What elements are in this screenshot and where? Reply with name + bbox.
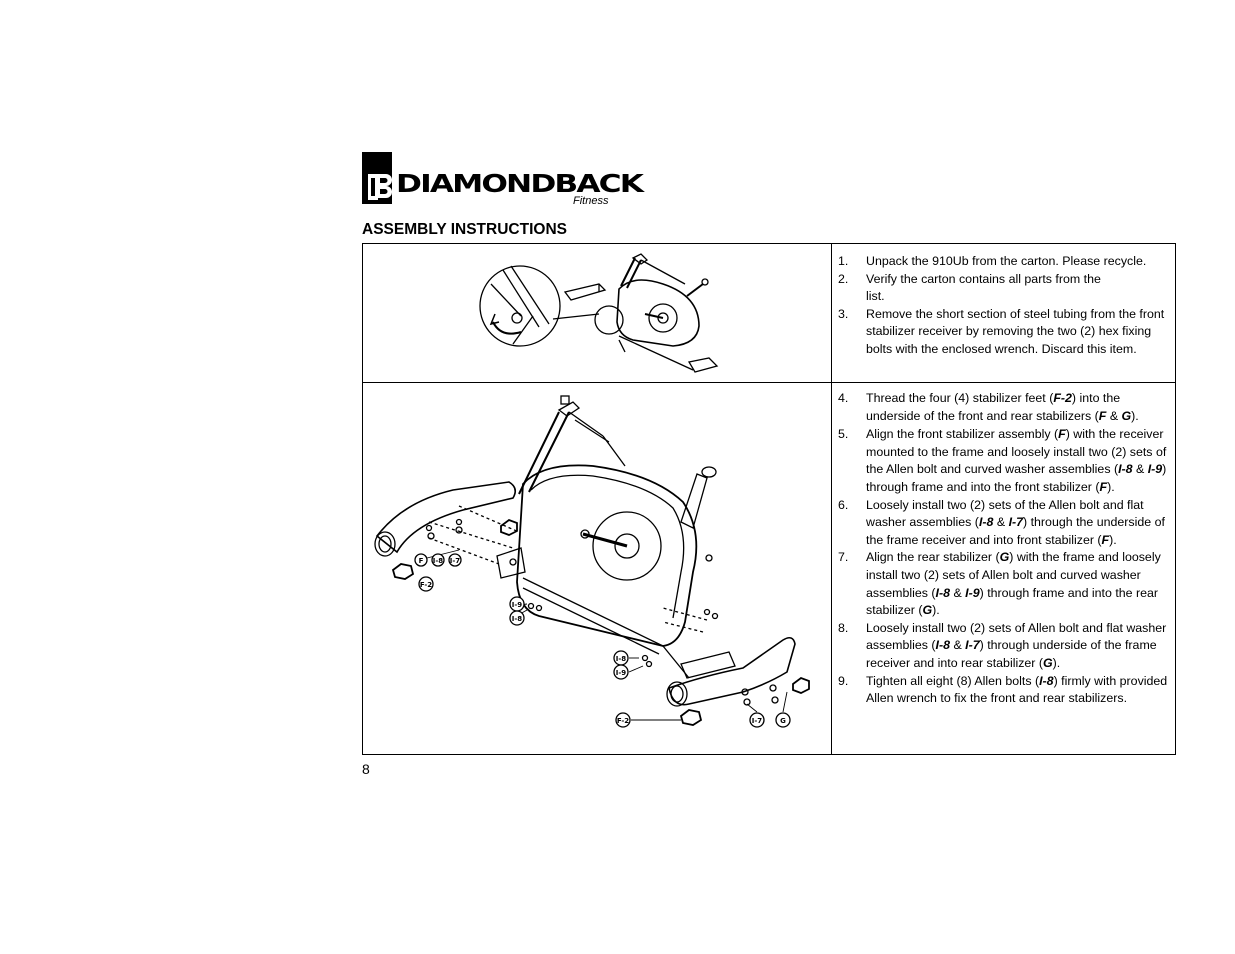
step-text: ) with the receiver mounted to the frame… (866, 427, 1167, 477)
step-text: Unpack the 910Ub from the carton. Please… (866, 254, 1147, 268)
step-item: 3. Remove the short section of steel tubi… (838, 306, 1173, 359)
part-ref: F (1098, 408, 1107, 423)
brand-logo (362, 152, 622, 210)
step-number: 7. (838, 550, 849, 565)
part-ref: F (1099, 479, 1108, 494)
step-text: ) through the underside of the frame rec… (866, 515, 1165, 547)
part-ref: G (1042, 655, 1053, 670)
step-item: 6. Loosely install two (2) sets of the Al… (838, 497, 1173, 550)
step-number: 8. (838, 620, 849, 635)
step-number: 5. (838, 427, 849, 442)
part-ref: I-7 (965, 638, 980, 653)
step-text: Align the front stabilizer assembly ( (866, 427, 1059, 442)
instructions-row-1: 1. Unpack the 910Ub from the carton. Plea… (363, 244, 1175, 383)
label-i9: I-9 (512, 601, 523, 609)
label-i7: I-7 (450, 557, 461, 565)
step-number: 4. (838, 391, 849, 405)
step-text: ) firmly with provided Allen wrench to f… (866, 673, 1168, 706)
page-title: ASSEMBLY INSTRUCTIONS (362, 221, 567, 238)
part-ref: I-9 (965, 585, 980, 600)
part-ref: I-8 (935, 638, 951, 653)
part-ref: G (999, 550, 1010, 565)
step-item: 2. Verify the carton contains all parts f… (838, 271, 1173, 306)
step-number: 6. (838, 497, 849, 512)
part-ref: I-8 (1118, 462, 1133, 477)
step-text: & (1106, 408, 1122, 423)
step-text: ) through frame and into the front stabi… (866, 462, 1167, 494)
step-text: ) through underside of the frame receive… (866, 638, 1157, 670)
steps-list-1: 1. Unpack the 910Ub from the carton. Plea… (838, 253, 1173, 359)
instructions-row-2: F I-8 I-7 F-2 I-9 I-8 I-8 I-9 F-2 I-7 (363, 382, 1175, 754)
rear-stabilizer-shape (668, 636, 796, 706)
label-g: G (780, 717, 786, 725)
part-ref: G (1121, 408, 1132, 423)
step-text: ) through frame and into the rear stabil… (866, 585, 1159, 618)
instructions-table: 1. Unpack the 910Ub from the carton. Plea… (362, 243, 1176, 755)
detail-magnifier-circle (479, 265, 561, 347)
part-ref: I-8 (978, 515, 994, 530)
step-text: ). (932, 603, 940, 618)
step-text: ) with the frame and loosely install two… (866, 550, 1161, 600)
part-ref: F (1101, 532, 1110, 547)
bike-frame-shape (516, 464, 698, 647)
front-stabilizer-shape (375, 481, 517, 554)
step-number: 1. (838, 254, 849, 268)
step-text: Thread the four (4) stabilizer feet ( (866, 391, 1054, 405)
brand-subtitle: Fitness (573, 195, 609, 207)
label-i9: I-9 (616, 669, 627, 677)
step-text: & (1132, 462, 1148, 477)
label-f: F (419, 557, 424, 565)
label-i7: I-7 (752, 717, 763, 725)
step-text: & (950, 638, 966, 653)
page-number: 8 (362, 761, 370, 777)
step-text: Tighten all eight (8) Allen bolts ( (866, 673, 1040, 688)
step-number: 2. (838, 271, 849, 286)
step-text: Loosely install two (2) sets of the Alle… (866, 497, 1144, 530)
step-text: Remove the short section of steel tubing… (866, 306, 1165, 356)
unpack-illustration (479, 253, 719, 373)
part-ref: I-8 (935, 585, 951, 600)
callout-f (414, 553, 428, 567)
step-item: 9. Tighten all eight (8) Allen bolts (I-8… (838, 673, 1173, 708)
part-ref: I-8 (1039, 673, 1054, 688)
step-text: ) into the underside of the front and re… (866, 391, 1121, 423)
step-number: 9. (838, 673, 849, 688)
step-item: 5.Align the front stabilizer assembly (F… (838, 426, 1173, 496)
step-item: 4.Thread the four (4) stabilizer feet (F… (838, 390, 1173, 425)
brand-name: DIAMONDBACK (396, 169, 644, 198)
part-ref: G (922, 603, 933, 618)
label-i8: I-8 (616, 655, 627, 663)
column-divider (831, 244, 832, 754)
step-text: ). (1109, 532, 1117, 547)
part-ref: F (1058, 427, 1066, 442)
step-text: Loosely install two (2) sets of Allen bo… (866, 620, 1167, 653)
label-i8: I-8 (433, 557, 444, 565)
label-i8: I-8 (512, 615, 523, 623)
db-monogram-icon (362, 152, 392, 204)
step-number: 3. (838, 306, 849, 321)
stabilizer-assembly-illustration: F I-8 I-7 F-2 I-9 I-8 I-8 I-9 F-2 I-7 (374, 395, 810, 728)
step-item: 8. Loosely install two (2) sets of Allen … (838, 620, 1173, 673)
step-text: ). (1052, 655, 1061, 670)
part-ref: I-7 (1008, 515, 1024, 530)
label-f2: F-2 (420, 581, 432, 589)
step-text: ). (1107, 479, 1115, 494)
step-item: 1. Unpack the 910Ub from the carton. Plea… (838, 253, 1173, 271)
step-text: & (993, 515, 1009, 530)
step-text: & (950, 585, 966, 600)
step-text: Verify the carton contains all parts fro… (866, 271, 1101, 304)
steps-list-2: 4.Thread the four (4) stabilizer feet (F… (838, 390, 1173, 708)
step-item: 7.Align the rear stabilizer (G) with the… (838, 549, 1173, 619)
part-ref: I-9 (1147, 462, 1163, 477)
step-text: ). (1131, 408, 1139, 423)
part-ref: F-2 (1053, 391, 1072, 405)
label-f2: F-2 (617, 717, 629, 725)
step-text: Align the rear stabilizer ( (866, 550, 1000, 565)
